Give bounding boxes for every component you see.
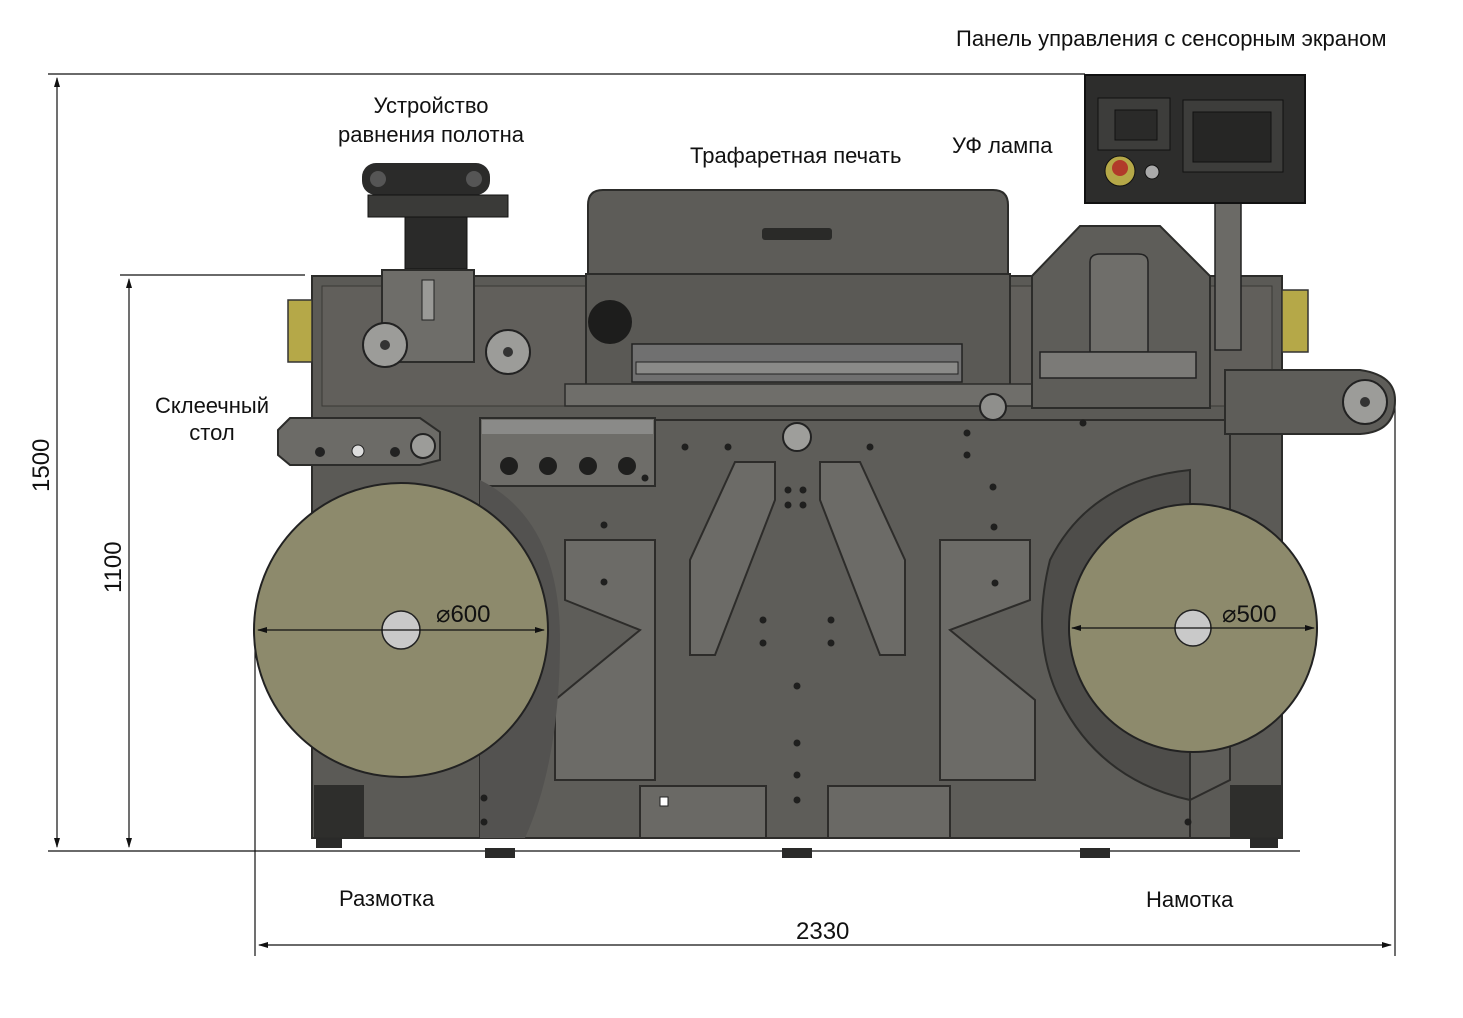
- uv-lamp-label: УФ лампа: [952, 133, 1053, 158]
- diameter-symbol: ⌀: [1222, 601, 1237, 628]
- splice-table: [277, 417, 441, 466]
- frame-cutouts: [554, 461, 1036, 781]
- control-panel-label: Панель управления с сенсорным экраном: [956, 26, 1387, 51]
- screen-print-label: Трафаретная печать: [690, 143, 902, 168]
- dimension-frame-height: 1100: [100, 541, 127, 593]
- web-guide-label-line1: Устройство: [373, 93, 489, 118]
- unwind-diameter-label: ⌀600: [436, 600, 491, 629]
- machine-feet: [316, 838, 1278, 858]
- diameter-symbol: ⌀: [436, 601, 451, 628]
- rewind-roll: [1041, 468, 1318, 802]
- dimension-overall-width: 2330: [796, 918, 850, 945]
- control-panel: [1084, 74, 1306, 204]
- splice-table-label-line2: стол: [189, 420, 235, 445]
- unwind-label: Размотка: [339, 886, 435, 911]
- rewind-label: Намотка: [1146, 887, 1234, 912]
- rewind-diameter-label: ⌀500: [1222, 600, 1277, 629]
- frame-bolts: [480, 419, 1192, 826]
- rewind-diameter-value: 500: [1236, 601, 1277, 628]
- unwind-roll: [253, 480, 560, 838]
- screen-print-unit: [564, 189, 1036, 452]
- knob-block: [479, 417, 656, 487]
- splice-table-label-line1: Склеечный: [154, 393, 270, 418]
- unwind-diameter-value: 600: [450, 601, 491, 628]
- web-guide-unit: [362, 163, 531, 375]
- uv-lamp-unit: [1031, 199, 1397, 435]
- dimension-overall-height: 1500: [28, 438, 55, 492]
- web-guide-label-line2: равнения полотна: [338, 122, 524, 147]
